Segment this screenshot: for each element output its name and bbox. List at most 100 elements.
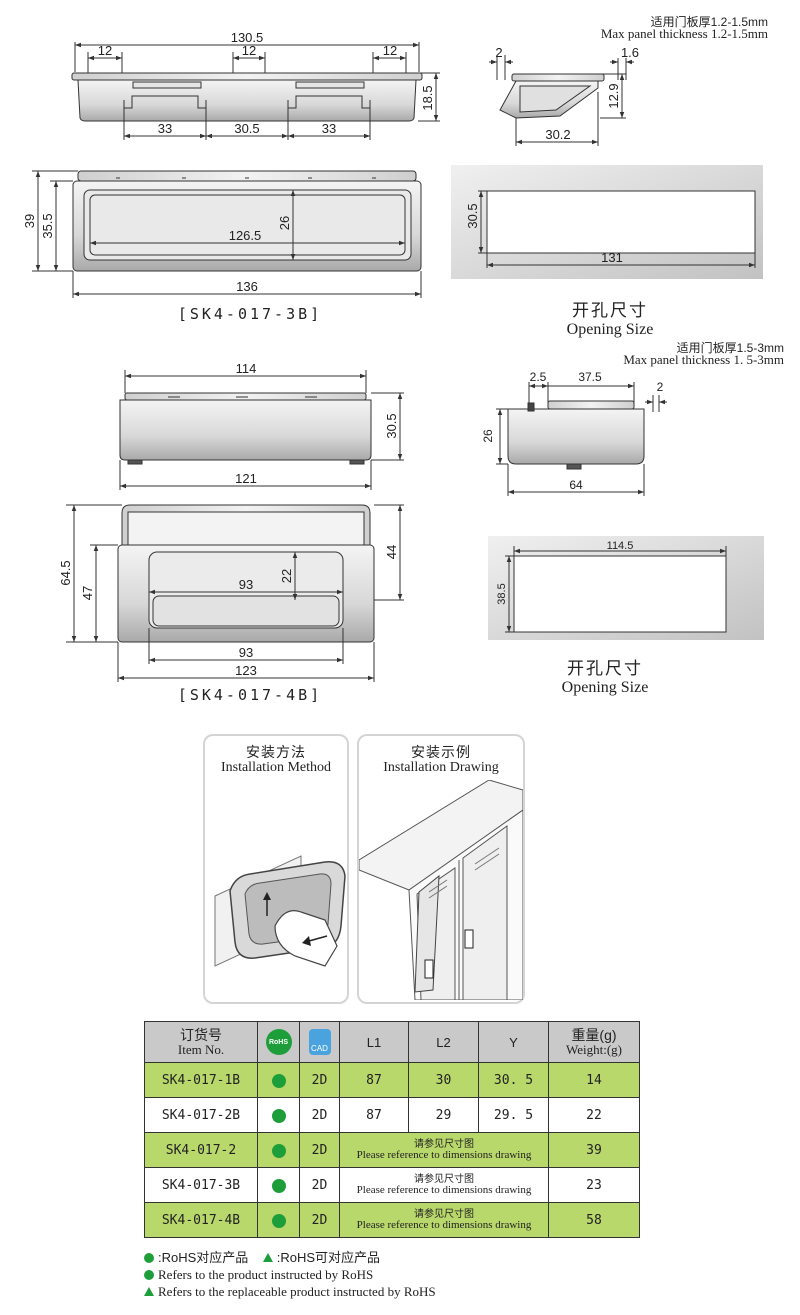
header-item-no: 订货号 Item No. [144,1021,258,1063]
dim-right-height: 44 [384,545,399,559]
sk4-017-4b-top-dim-labels: 114 30.5 121 [235,361,399,486]
sk4-017-3b-top-view [71,42,440,140]
dim-slot-a: 12 [98,43,112,58]
dim-height: 18.5 [420,85,435,110]
legend-rohs-compliant: :RoHS对应产品 [158,1250,249,1265]
sk4-017-4b-side-view [496,382,667,496]
ref-cn: 请参见尺寸图 [414,1174,474,1185]
ref-en: Please reference to dimensions drawing [356,1149,532,1161]
dim-pocket-width: 93 [239,645,253,660]
dim-depth: 26 [277,216,292,230]
rohs-status [257,1132,300,1168]
weight-value: 23 [548,1167,640,1203]
panel-thickness-note-4b: 适用门板厚1.5-3mm Max panel thickness 1. 5-3m… [540,342,784,366]
dim-outer-width: 123 [235,663,257,678]
rohs-dot-icon [271,1178,286,1193]
sk4-017-3b-front-dim-labels: 39 35.5 26 126.5 136 [22,213,292,294]
caption-en: Opening Size [561,679,649,696]
installation-method-panel: 安装方法 Installation Method [203,734,349,1004]
rohs-dot-icon [144,1253,154,1263]
ref-en: Please reference to dimensions drawing [356,1184,532,1196]
dim-inner-height: 35.5 [40,213,55,238]
drawing-title-en: Installation Drawing [383,760,499,775]
sk4-017-4b-top-view [119,370,404,490]
cad-type: 2D [299,1097,340,1133]
sk4-017-4b-side-dim-labels: 2.5 37.5 2 26 64 [481,370,664,492]
rohs-legend-line-1: :RoHS对应产品 :RoHS可对应产品 [144,1250,380,1265]
weight-value: 39 [548,1132,640,1168]
installation-drawing-panel: 安装示例 Installation Drawing [357,734,525,1004]
dim-opening-height: 30.5 [465,203,480,228]
dim-opening-height: 38.5 [496,583,508,604]
cad-type: 2D [299,1167,340,1203]
sk4-017-4b-front-view [66,504,404,682]
dim-opening-width: 114.5 [607,540,634,552]
header-weight: 重量(g) Weight:(g) [548,1021,640,1063]
y-value: 30. 5 [478,1062,549,1098]
dimension-reference: 请参见尺寸图 Please reference to dimensions dr… [339,1167,549,1203]
dim-slot-c: 12 [383,43,397,58]
caption-en: Opening Size [566,321,654,338]
cad-type: 2D [299,1062,340,1098]
dim-height: 12.9 [606,83,621,108]
item-no: SK4-017-1B [144,1062,258,1098]
rohs-triangle-icon [144,1287,154,1296]
item-no: SK4-017-4B [144,1202,258,1238]
ref-cn: 请参见尺寸图 [414,1139,474,1150]
drawing-title-cn: 安装示例 [411,744,471,760]
dimension-reference: 请参见尺寸图 Please reference to dimensions dr… [339,1202,549,1238]
model-label-4b: [SK4-017-4B] [177,686,323,704]
dim-top-width: 114 [236,361,257,376]
header-weight-cn: 重量(g) [571,1026,617,1043]
item-no: SK4-017-2B [144,1097,258,1133]
dim-spacing-a: 33 [158,121,172,136]
legend-rohs-replaceable: :RoHS可对应产品 [276,1250,381,1265]
dim-inner-width: 126.5 [229,228,262,243]
rohs-icon: RoHS [265,1029,292,1055]
cad-type: 2D [299,1132,340,1168]
dim-spacing-c: 33 [322,121,336,136]
table-row: SK4-017-2B 2D 87 29 29. 5 22 [144,1097,640,1133]
dim-depth: 30.2 [545,127,570,142]
dim-height: 26 [481,429,495,443]
rohs-legend-line-3: Refers to the replaceable product instru… [144,1284,436,1299]
legend-rohs-replaceable-en: Refers to the replaceable product instru… [158,1284,436,1299]
header-weight-en: Weight:(g) [566,1041,622,1057]
dimension-reference: 请参见尺寸图 Please reference to dimensions dr… [339,1132,549,1168]
legend-rohs-compliant-en: Refers to the product instructed by RoHS [158,1267,374,1282]
ref-cn: 请参见尺寸图 [414,1209,474,1220]
dim-spacing-b: 30.5 [234,121,259,136]
rohs-dot-icon [271,1213,286,1228]
rohs-dot-icon [271,1073,286,1088]
dim-opening-width: 131 [601,250,623,265]
rohs-dot-icon [271,1143,286,1158]
dim-outer-width: 136 [236,279,258,294]
item-no: SK4-017-2 [144,1132,258,1168]
header-item-cn: 订货号 [180,1026,222,1043]
weight-value: 14 [548,1062,640,1098]
dim-depth: 64 [569,478,583,492]
note-en: Max panel thickness 1. 5-3mm [623,352,784,367]
cad-type: 2D [299,1202,340,1238]
header-cad: CAD [299,1021,340,1063]
dim-overall: 130.5 [231,30,264,45]
header-item-en: Item No. [177,1041,225,1057]
dim-bottom-width: 121 [235,471,257,486]
dim-inner-width: 93 [239,577,253,592]
opening-caption-3b: 开孔尺寸 Opening Size [520,296,700,339]
weight-value: 58 [548,1202,640,1238]
rohs-legend-line-2: Refers to the product instructed by RoHS [144,1267,373,1282]
sk4-017-3b-side-view [489,55,634,146]
spec-table: 订货号 Item No. RoHS CAD L1 L2 Y 重量(g) Weig… [144,1021,640,1238]
rohs-status [257,1167,300,1203]
sk4-017-3b-side-dim-labels: 2 1.6 12.9 30.2 [495,45,639,142]
model-label-3b: [SK4-017-3B] [177,305,323,323]
dim-lip: 2 [495,45,502,60]
note-cn: 适用门板厚1.2-1.5mm [650,15,768,29]
l1-value: 87 [339,1062,409,1098]
header-l2: L2 [408,1021,479,1063]
table-row: SK4-017-4B 2D 请参见尺寸图 Please reference to… [144,1202,640,1238]
header-l1: L1 [339,1021,409,1063]
dim-depth: 22 [279,569,294,583]
technical-drawing: 130.5 12 12 12 33 30.5 33 18.5 2 1.6 12.… [22,30,764,682]
